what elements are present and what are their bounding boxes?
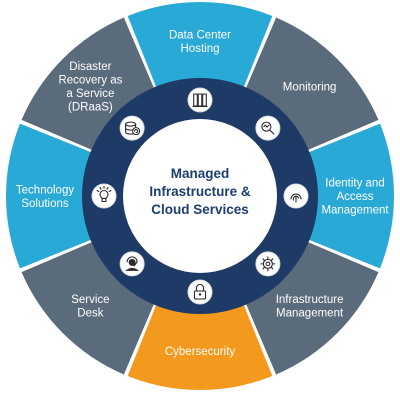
segment-label-monitoring: Monitoring — [283, 81, 337, 93]
segment-label-infrastructure-management: Management — [276, 307, 344, 319]
segment-identity-access-management — [303, 123, 395, 269]
magnifier-icon — [255, 115, 281, 141]
segment-label-service-desk: Desk — [77, 307, 103, 319]
segment-data-center-hosting — [127, 1, 273, 93]
segment-label-identity-access-management: Identity and — [325, 178, 384, 190]
segment-monitoring — [243, 17, 379, 153]
segment-cybersecurity — [127, 299, 273, 391]
server-rack-icon — [187, 87, 213, 113]
segment-label-cybersecurity: Cybersecurity — [165, 346, 236, 358]
padlock-icon — [187, 279, 213, 305]
hub-circle — [123, 119, 277, 273]
segment-label-service-desk: Service — [71, 294, 109, 306]
segment-label-disaster-recovery: a Service — [66, 88, 114, 100]
segment-label-technology-solutions: Technology — [16, 184, 74, 196]
segment-label-identity-access-management: Management — [321, 205, 389, 217]
segment-label-disaster-recovery: (DRaaS) — [68, 102, 113, 114]
segment-disaster-recovery — [21, 17, 157, 153]
segment-label-disaster-recovery: Recovery as — [58, 75, 122, 87]
lightbulb-icon — [91, 183, 117, 209]
fingerprint-icon — [283, 183, 309, 209]
segment-technology-solutions — [5, 123, 97, 269]
segment-label-identity-access-management: Access — [336, 191, 373, 203]
segment-label-data-center-hosting: Hosting — [181, 43, 220, 55]
hub-title: Managed Infrastructure & Cloud Services — [149, 166, 251, 217]
segment-infrastructure-management — [243, 239, 379, 375]
hub-title-line: Cloud Services — [151, 202, 249, 217]
database-restore-icon — [119, 115, 145, 141]
segment-label-disaster-recovery: Disaster — [69, 61, 111, 73]
headset-icon — [119, 251, 145, 277]
segment-label-data-center-hosting: Data Center — [169, 29, 231, 41]
segment-service-desk — [21, 239, 157, 375]
segment-label-technology-solutions: Solutions — [21, 198, 69, 210]
hub-title-line: Infrastructure & — [149, 184, 251, 199]
gear-icon — [255, 251, 281, 277]
segment-label-infrastructure-management: Infrastructure — [276, 294, 344, 306]
hub-title-line: Managed — [171, 166, 230, 181]
